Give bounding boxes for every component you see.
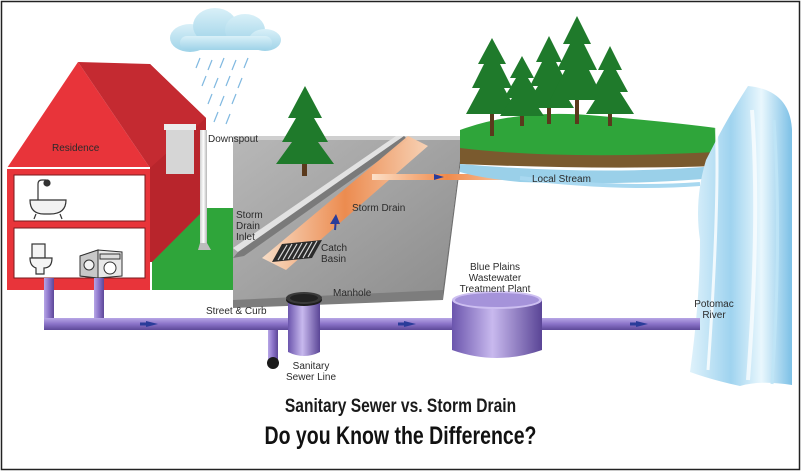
street-curb-block <box>233 136 463 308</box>
manhole-icon <box>286 292 322 356</box>
storm-drain-label: Storm Drain <box>352 203 406 214</box>
catch-basin-label: Catch Basin <box>321 243 348 265</box>
storm-drain-pipe <box>262 136 428 270</box>
catch-basin-grate <box>272 240 322 262</box>
outfall-pipe <box>372 174 522 180</box>
potomac-river-water <box>690 86 792 386</box>
lawn <box>152 208 235 290</box>
bathtub-icon <box>29 179 67 220</box>
street-curb-label: Street & Curb <box>206 306 267 317</box>
rain-icon <box>195 57 249 125</box>
toilet-icon <box>29 243 53 275</box>
residence-label: Residence <box>52 143 100 154</box>
rain-cloud-icon <box>170 8 281 52</box>
manhole-label: Manhole <box>333 288 372 299</box>
forest-trees-icon <box>466 16 634 136</box>
storm-drain-inlet-label: Storm Drain Inlet <box>236 210 263 243</box>
downspout-pipe <box>200 130 207 245</box>
outfall-flow-arrow-icon <box>434 174 444 180</box>
sanitary-sewer-line-label: Sanitary Sewer Line <box>285 361 337 383</box>
diagram-title: Do you Know the Difference? <box>264 422 537 450</box>
washer-dryer-icon <box>79 249 123 279</box>
hill-ground <box>460 113 716 184</box>
local-stream-label: Local Stream <box>532 174 591 185</box>
tree-icon <box>276 86 334 176</box>
local-stream-water <box>519 176 701 188</box>
treatment-plant-label: Blue Plains Wastewater Treatment Plant <box>459 262 531 295</box>
sewer-flow-arrows-icon <box>140 321 648 327</box>
downspout-label: Downspout <box>208 134 259 145</box>
treatment-plant-tank-icon <box>452 291 542 358</box>
potomac-river-label: Potomac River <box>694 299 734 321</box>
chimney <box>166 126 194 174</box>
sanitary-sewer-pipes <box>44 278 700 369</box>
diagram-subtitle: Sanitary Sewer vs. Storm Drain <box>284 396 517 417</box>
